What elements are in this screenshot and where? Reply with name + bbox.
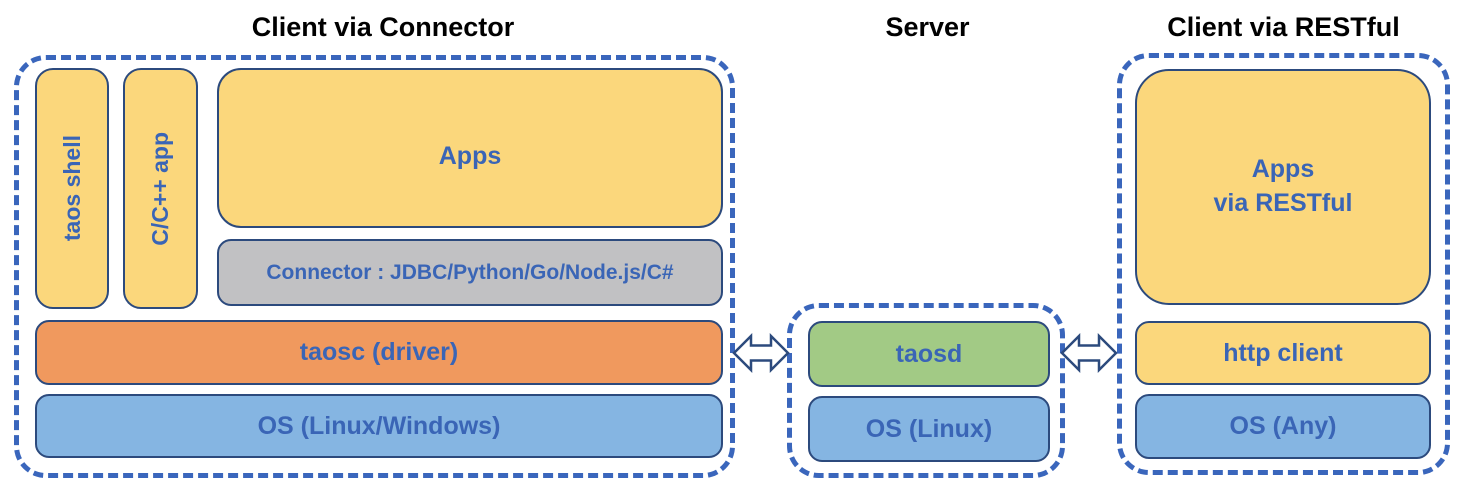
restful-client-group-outline bbox=[1117, 53, 1450, 475]
double-arrow-icon bbox=[732, 332, 790, 374]
cpp-app-box: C/C++ app bbox=[123, 68, 198, 309]
taos-shell-label: taos shell bbox=[58, 135, 85, 242]
server-group-outline bbox=[787, 303, 1065, 478]
http-client-label: http client bbox=[1223, 338, 1343, 367]
os-any-label: OS (Any) bbox=[1229, 412, 1337, 440]
apps-via-restful-label: Apps via RESTful bbox=[1214, 153, 1353, 221]
connector-client-group-outline bbox=[14, 55, 735, 478]
double-arrow-icon bbox=[1060, 332, 1118, 374]
section-title-server: Server bbox=[885, 12, 970, 42]
os-linux-label: OS (Linux) bbox=[865, 414, 993, 443]
apps-box: Apps bbox=[217, 68, 723, 228]
os-linux-windows-label: OS (Linux/Windows) bbox=[257, 411, 501, 440]
cpp-app-label: C/C++ app bbox=[147, 131, 173, 246]
taosc-driver-label: taosc (driver) bbox=[299, 338, 459, 366]
section-title-client-via-connector: Client via Connector bbox=[251, 12, 515, 42]
connector-box: Connector : JDBC/Python/Go/Node.js/C# bbox=[217, 239, 723, 306]
http-client-box: http client bbox=[1135, 321, 1431, 385]
taosd-label: taosd bbox=[895, 339, 963, 368]
connector-label: Connector : JDBC/Python/Go/Node.js/C# bbox=[266, 260, 674, 284]
apps-label: Apps bbox=[438, 142, 502, 170]
taosd-box: taosd bbox=[808, 321, 1050, 387]
section-title-client-via-restful: Client via RESTful bbox=[1167, 12, 1400, 42]
os-any-box: OS (Any) bbox=[1135, 394, 1431, 459]
os-linux-windows-box: OS (Linux/Windows) bbox=[35, 394, 723, 458]
taos-shell-box: taos shell bbox=[35, 68, 109, 309]
os-linux-box: OS (Linux) bbox=[808, 396, 1050, 462]
apps-via-restful-box: Apps via RESTful bbox=[1135, 69, 1431, 305]
apps-via-restful-line2: via RESTful bbox=[1213, 189, 1353, 217]
taosc-driver-box: taosc (driver) bbox=[35, 320, 723, 385]
apps-via-restful-line1: Apps bbox=[1251, 155, 1315, 184]
